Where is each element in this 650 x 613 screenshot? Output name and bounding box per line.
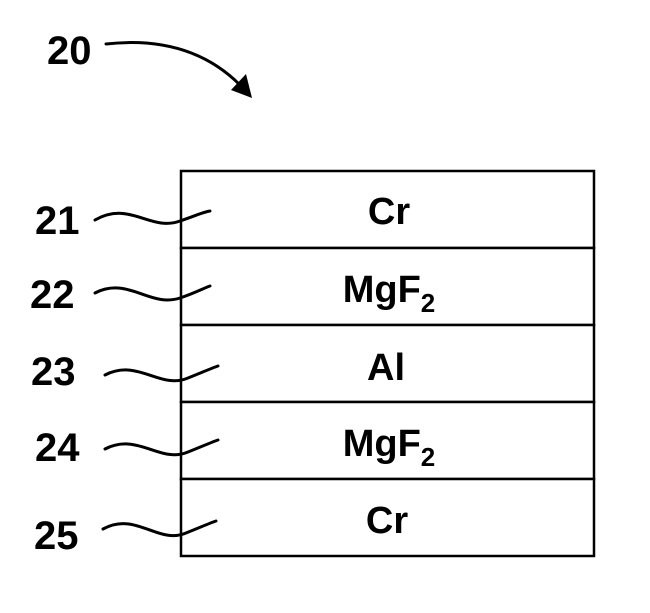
layer-2-ref: 22 bbox=[30, 273, 75, 317]
layer-1-material: Cr bbox=[368, 191, 410, 233]
layer-3-material: Al bbox=[367, 347, 405, 389]
assembly-ref-label: 20 bbox=[47, 29, 92, 73]
assembly-arrow-line bbox=[106, 43, 240, 85]
layer-5-material: Cr bbox=[366, 500, 408, 542]
layer-3-ref: 23 bbox=[31, 350, 76, 394]
layer-1-ref: 21 bbox=[35, 199, 80, 243]
layer-5-ref: 25 bbox=[34, 514, 79, 558]
layer-4-ref: 24 bbox=[35, 426, 80, 470]
